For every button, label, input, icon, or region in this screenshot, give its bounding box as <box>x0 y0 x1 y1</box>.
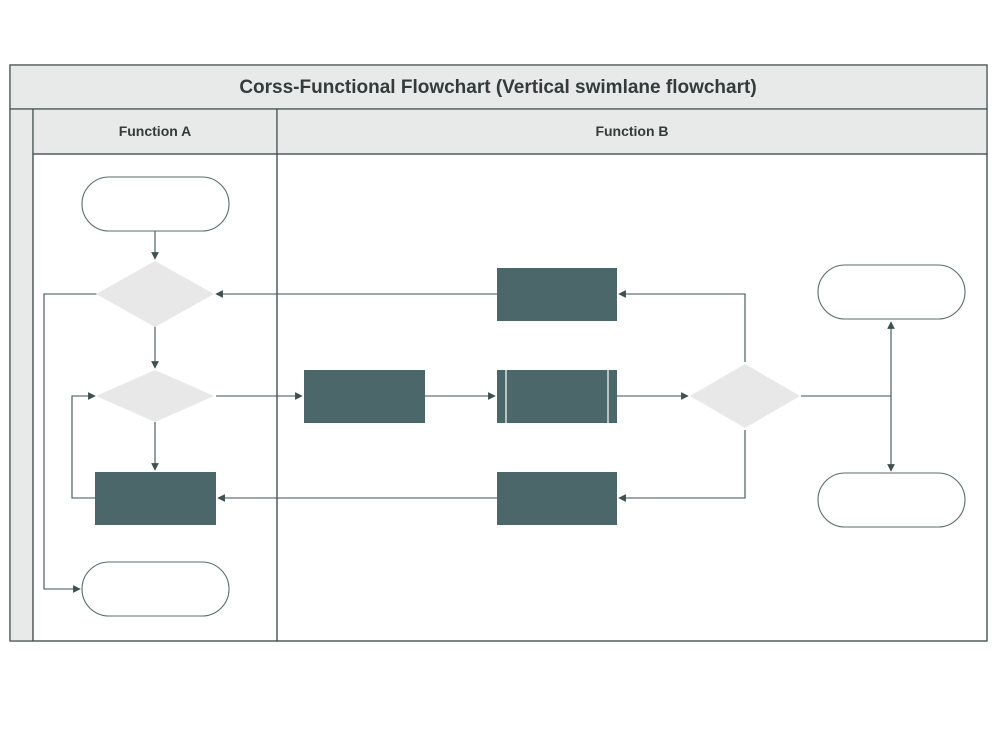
title-bar <box>9 64 988 110</box>
diagram-frame <box>9 64 988 642</box>
terminator-start[interactable] <box>81 176 230 232</box>
connector-decision-3-to-process-b-bottom <box>618 430 746 502</box>
process-b-top[interactable] <box>497 268 617 321</box>
lane-label-function-b: Function B <box>595 123 668 139</box>
connector-decision-3-to-process-b-top <box>618 290 746 362</box>
decision-1[interactable] <box>96 261 214 327</box>
lane-function-b <box>276 153 988 642</box>
connector-process-a-loop-to-decision-2 <box>71 392 96 499</box>
terminator-end-b-top[interactable] <box>817 264 966 320</box>
lane-header-function-a <box>32 108 278 155</box>
predefined-process-b[interactable] <box>497 370 617 423</box>
terminator-end-b-bottom[interactable] <box>817 472 966 528</box>
connector-decision-1-to-end-a <box>43 293 97 593</box>
lane-label-function-a: Function A <box>119 123 192 139</box>
terminator-end-a[interactable] <box>81 561 230 617</box>
process-b-bottom[interactable] <box>497 472 617 525</box>
lane-header-function-b <box>276 108 988 155</box>
process-b-mid[interactable] <box>304 370 425 423</box>
decision-2[interactable] <box>96 370 214 422</box>
diagram-title: Corss-Functional Flowchart (Vertical swi… <box>239 77 756 98</box>
lane-gutter <box>9 108 34 642</box>
decision-3[interactable] <box>690 364 800 428</box>
process-a[interactable] <box>95 472 216 525</box>
